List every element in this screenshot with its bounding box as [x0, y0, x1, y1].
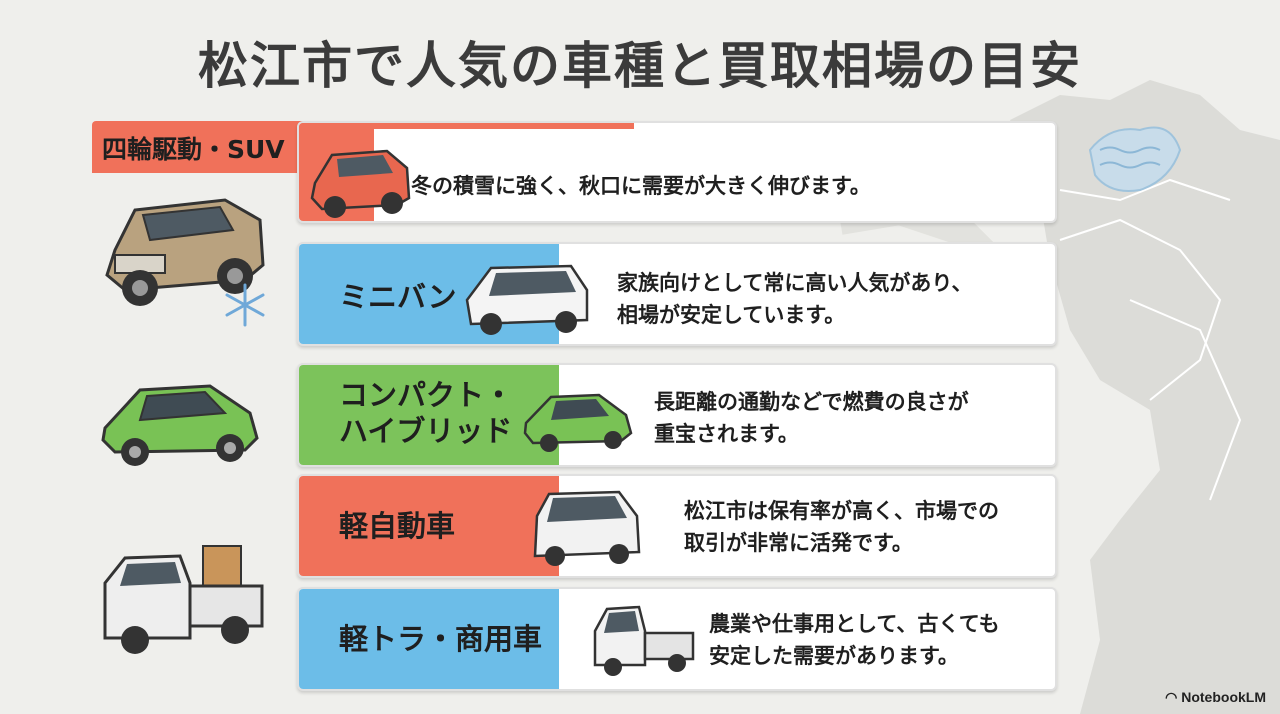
card-color-band [299, 589, 559, 689]
notebooklm-logo: ◠ NotebookLM [1165, 689, 1266, 706]
category-description-compact-hybrid-line-1: 長距離の通勤などで燃費の良さが [654, 390, 969, 414]
category-description-kei-truck-line-2: 安定した需要があります。 [709, 643, 959, 668]
category-description-minivan-line-1: 家族向けとして常に高い人気があり、 [617, 271, 973, 295]
large-hybrid-car-icon [101, 384, 259, 466]
kei-car-icon [533, 490, 641, 566]
minivan-icon [465, 264, 589, 335]
hybrid-car-icon [523, 393, 633, 452]
category-card-compact-hybrid: コンパクト・ ハイブリッド 長距離の通勤などで燃費の良さが 重宝されます。 [297, 363, 1057, 467]
page-title: 松江市で人気の車種と買取相場の目安 [198, 37, 1082, 95]
category-card-kei-truck: 軽トラ・商用車 農業や仕事用として、古くても 安定した需要があります。 [297, 587, 1057, 691]
category-label-suv: 四輪駆動・SUV [102, 135, 285, 164]
suv-icon [310, 149, 411, 218]
category-description-minivan-line-2: 相場が安定しています。 [617, 302, 846, 327]
lake-icon [1088, 126, 1182, 192]
category-label-kei-car: 軽自動車 [339, 509, 456, 543]
category-description-kei-car-line-1: 松江市は保有率が高く、市場での [684, 499, 999, 523]
snowflake-icon [225, 283, 265, 327]
notebooklm-logo-icon: ◠ [1165, 689, 1182, 705]
kei-truck-icon [593, 605, 695, 676]
category-card-kei-car: 軽自動車 松江市は保有率が高く、市場での 取引が非常に活発です。 [297, 474, 1057, 578]
large-suv-icon [105, 198, 265, 306]
card-color-band [299, 365, 559, 465]
notebooklm-logo-text: NotebookLM [1181, 689, 1266, 705]
category-label-minivan: ミニバン [339, 280, 457, 314]
category-card-minivan: ミニバン 家族向けとして常に高い人気があり、 相場が安定しています。 [297, 242, 1057, 346]
category-label-kei-truck: 軽トラ・商用車 [339, 622, 543, 656]
large-kei-truck-icon [103, 545, 264, 654]
card-color-band [299, 476, 559, 576]
category-description-suv: 冬の積雪に強く、秋口に需要が大きく伸びます。 [411, 174, 871, 198]
category-label-compact-hybrid-line-2: ハイブリッド [339, 414, 513, 449]
category-description-kei-car-line-2: 取引が非常に活発です。 [684, 530, 913, 555]
category-card-suv: 冬の積雪に強く、秋口に需要が大きく伸びます。 [297, 121, 1057, 223]
category-label-compact-hybrid-line-1: コンパクト・ [339, 378, 514, 412]
category-description-kei-truck-line-1: 農業や仕事用として、古くても [709, 612, 1000, 636]
category-description-compact-hybrid-line-2: 重宝されます。 [654, 421, 799, 446]
